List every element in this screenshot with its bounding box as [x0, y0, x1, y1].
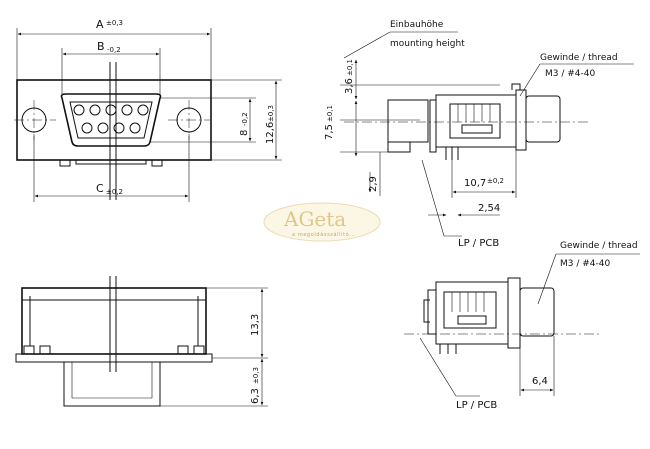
dim-8-tolerance: -0,2: [241, 112, 249, 126]
thread-label-top: Gewinde / thread: [540, 53, 618, 63]
dim-b-tolerance: -0,2: [107, 46, 121, 54]
lower-contact-block: [443, 291, 497, 329]
dim-a-tolerance: ±0,3: [106, 19, 123, 27]
dim-10-7-label: 10,7: [464, 178, 486, 189]
side-contact-block: [449, 103, 501, 139]
pin-7: [97, 122, 109, 134]
dim-6-3-label: 6,3: [250, 388, 261, 404]
dim-a-label: A: [96, 18, 104, 31]
dim-b-label: B: [97, 40, 105, 53]
lower-housing: [435, 281, 509, 345]
pcb-leader-top: [421, 159, 462, 237]
pcb-label-top: LP / PCB: [458, 238, 499, 249]
thread-spec-bottom: M3 / #4-40: [560, 259, 610, 269]
side-nut: [515, 89, 527, 151]
watermark: AGeta a megoldásszállító...: [263, 202, 381, 242]
side-housing: [435, 94, 517, 148]
pcb-leader-bottom: [419, 337, 480, 397]
bottom-base: [15, 353, 213, 363]
lower-standoff: [519, 287, 555, 337]
bottom-break-lines: [109, 276, 117, 372]
side-flange: [429, 99, 437, 153]
thread-leader-top: [519, 63, 634, 97]
watermark-tagline: a megoldásszállító...: [292, 231, 356, 238]
pin-9: [129, 122, 141, 134]
side-standoff: [525, 95, 561, 143]
pin-4: [121, 104, 133, 116]
dim-12-6-tolerance: ±0,3: [267, 105, 275, 122]
pin-5: [137, 104, 149, 116]
mounting-height-en: mounting height: [390, 39, 465, 49]
thread-spec-top: M3 / #4-40: [545, 69, 595, 79]
thread-label-bottom: Gewinde / thread: [560, 241, 638, 251]
mounting-height-leader: [343, 31, 458, 59]
pin-6: [81, 122, 93, 134]
dim-6-3-tolerance: ±0,3: [252, 367, 260, 384]
dim-7-5-label: 7,5: [324, 124, 335, 140]
dim-7-5-tolerance: ±0,1: [326, 105, 334, 122]
lower-contacts: [451, 292, 485, 312]
dim-13-3-label: 13,3: [250, 314, 261, 336]
side-view: Einbauhöhe mounting height Gewinde / thr…: [324, 20, 634, 249]
hole-centerlines: [14, 100, 210, 140]
bottom-view: 13,3 6,3 ±0,3: [15, 276, 268, 407]
side-body-left: [387, 99, 429, 143]
pin-1: [73, 104, 85, 116]
d-shell-inner: [69, 101, 153, 139]
pin-2: [89, 104, 101, 116]
lower-flange: [427, 289, 437, 335]
side-pcb-pins: [445, 147, 459, 160]
side-contact-bar: [461, 124, 493, 134]
lower-nut: [507, 277, 521, 349]
front-bottom-feet: [59, 160, 163, 167]
dim-8-label: 8: [239, 130, 250, 136]
mounting-height-de: Einbauhöhe: [390, 20, 444, 30]
pin-3: [105, 104, 117, 116]
dim-12-6-label: 12,6: [265, 122, 276, 144]
bottom-lower-housing: [63, 362, 161, 407]
pin-8: [113, 122, 125, 134]
dim-c-label: C: [96, 182, 104, 195]
lower-side-view: Gewinde / thread M3 / #4-40 LP / PCB 6,4: [404, 241, 640, 411]
thread-leader-bottom: [537, 253, 640, 305]
lower-pcb-pins: [439, 344, 457, 354]
bottom-body: [21, 287, 207, 355]
watermark-logo: AGeta: [283, 207, 346, 231]
front-break-lines: [109, 62, 117, 200]
pcb-label-bottom: LP / PCB: [456, 400, 497, 411]
front-view: A ±0,3 B -0,2 C ±0,2 8 -0,2 12,6 ±0,3: [14, 18, 282, 202]
dim-c-tolerance: ±0,2: [106, 188, 123, 196]
dim-6-4-label: 6,4: [532, 376, 548, 387]
dim-2-54-label: 2,54: [478, 203, 500, 214]
dim-2-9-label: 2,9: [368, 176, 379, 192]
dim-3-6-label: 3,6: [344, 78, 355, 94]
watermark-ellipse: [263, 202, 381, 242]
side-contacts: [457, 104, 491, 122]
dim-10-7-tolerance: ±0,2: [487, 177, 504, 185]
dim-3-6-tolerance: ±0,1: [346, 59, 354, 76]
